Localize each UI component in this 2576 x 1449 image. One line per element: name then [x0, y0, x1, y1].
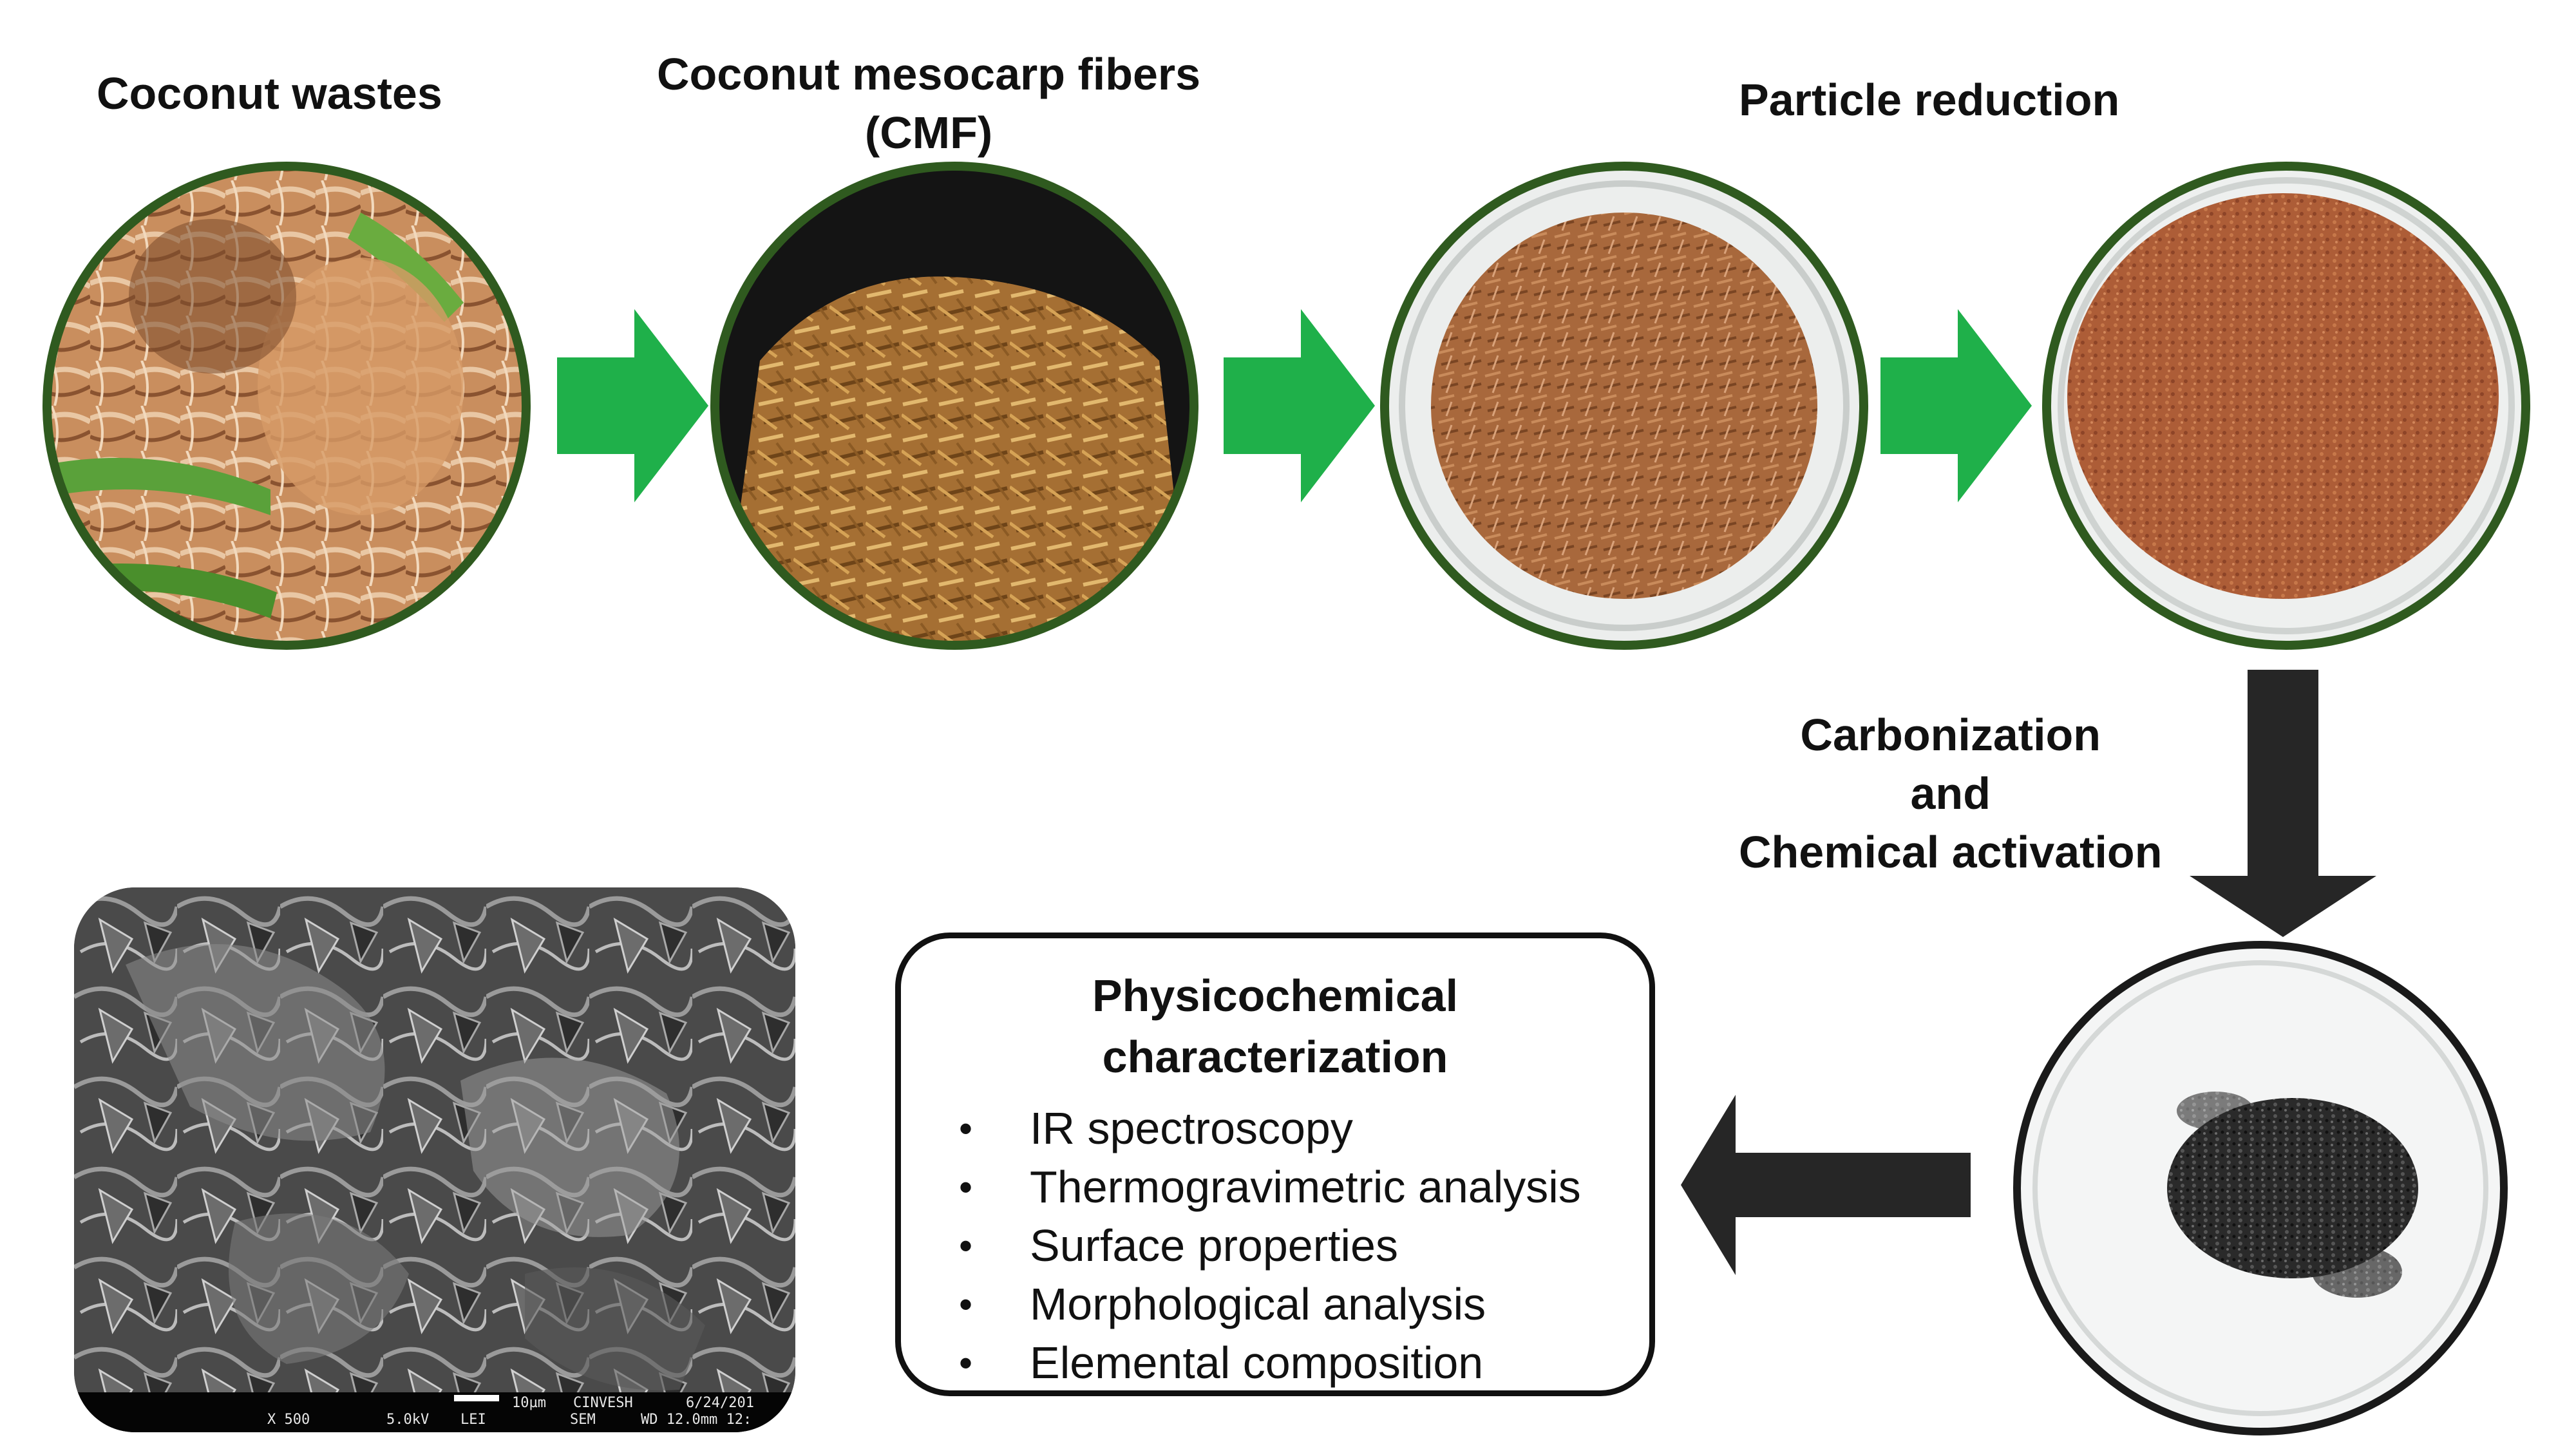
list-item-text: IR spectroscopy — [1030, 1103, 1353, 1153]
cmf-label-line2: (CMF) — [864, 108, 993, 158]
chopped-fiber-dish-photo — [1380, 162, 1868, 650]
list-item: • Thermogravimetric analysis — [959, 1158, 1581, 1217]
bullet: • — [959, 1283, 973, 1326]
green-arrow-3 — [1880, 309, 2032, 502]
sem-micrograph: X 500 5.0kV LEI SEM 10µm CINVESH 6/24/20… — [74, 887, 795, 1432]
carbonization-label-line3: Chemical activation — [1739, 827, 2163, 877]
sem-scale-bar — [454, 1395, 499, 1401]
activated-carbon-dish-photo — [2013, 941, 2508, 1435]
sem-detector: LEI — [460, 1412, 486, 1428]
bullet: • — [959, 1166, 973, 1209]
coconut-wastes-photo — [43, 162, 531, 650]
down-arrow — [2190, 670, 2376, 937]
left-arrow — [1681, 1095, 1971, 1275]
list-item-text: Surface properties — [1030, 1220, 1398, 1271]
list-item-text: Elemental composition — [1030, 1338, 1484, 1388]
carbonization-label: Carbonization and Chemical activation — [1739, 706, 2162, 882]
characterization-box: Physicochemical characterization • IR sp… — [895, 933, 1655, 1396]
sem-date: 6/24/201 — [686, 1395, 754, 1411]
sem-scale: 10µm — [512, 1395, 546, 1411]
carbonization-label-line1: Carbonization — [1800, 710, 2101, 760]
green-arrow-1 — [557, 309, 708, 502]
bullet: • — [959, 1107, 973, 1150]
characterization-title-line2: characterization — [1102, 1031, 1448, 1082]
cmf-photo — [710, 162, 1198, 650]
list-item: • IR spectroscopy — [959, 1099, 1581, 1158]
coconut-wastes-label: Coconut wastes — [97, 68, 442, 118]
bullet: • — [959, 1341, 973, 1385]
sem-magnification: X 500 — [267, 1412, 310, 1428]
cmf-label: Coconut mesocarp fibers (CMF) — [657, 45, 1200, 162]
cmf-label-line1: Coconut mesocarp fibers — [657, 49, 1201, 99]
sem-texture — [74, 887, 795, 1432]
list-item-text: Thermogravimetric analysis — [1030, 1162, 1581, 1212]
characterization-title-line1: Physicochemical — [1092, 971, 1459, 1021]
powder-dish-photo — [2042, 162, 2530, 650]
sem-voltage: 5.0kV — [386, 1412, 430, 1428]
green-arrow-2 — [1224, 309, 1375, 502]
list-item-text: Morphological analysis — [1030, 1279, 1486, 1329]
sem-working-distance: WD 12.0mm 12: — [641, 1412, 752, 1428]
characterization-title: Physicochemical characterization — [901, 965, 1649, 1087]
list-item: • Morphological analysis — [959, 1275, 1581, 1334]
carbonization-label-line2: and — [1910, 768, 1991, 819]
list-item: • Elemental composition — [959, 1334, 1581, 1392]
sem-mode: SEM — [570, 1412, 596, 1428]
particle-reduction-label: Particle reduction — [1739, 75, 2120, 125]
sem-info-bar: X 500 5.0kV LEI SEM 10µm CINVESH 6/24/20… — [74, 1392, 795, 1432]
bullet: • — [959, 1224, 973, 1267]
list-item: • Surface properties — [959, 1217, 1581, 1275]
characterization-list: • IR spectroscopy • Thermogravimetric an… — [959, 1099, 1581, 1392]
sem-institution: CINVESH — [573, 1395, 633, 1411]
